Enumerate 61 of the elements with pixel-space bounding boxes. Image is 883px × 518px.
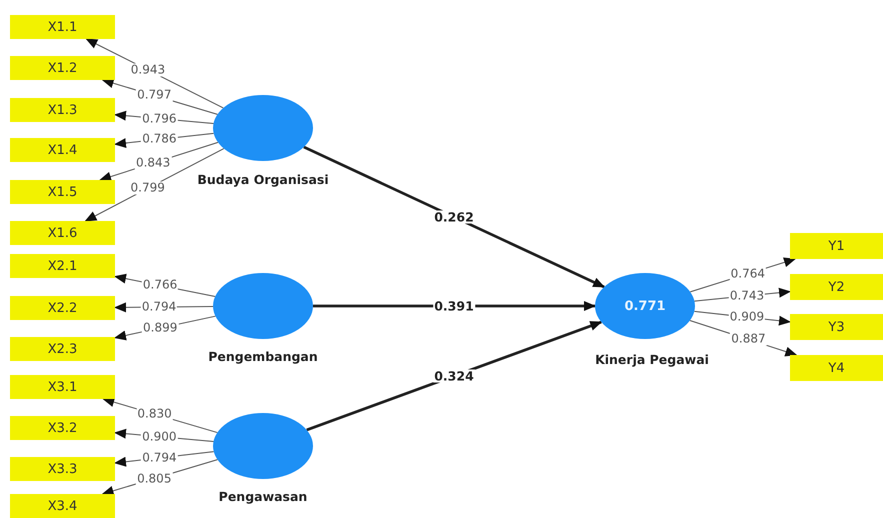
indicator-box (10, 375, 115, 399)
edge-label: 0.764 (730, 267, 766, 280)
edge-label: 0.391 (433, 300, 475, 312)
indicator-box (790, 314, 883, 340)
edge-label: 0.262 (433, 210, 475, 224)
edge-label: 0.943 (130, 64, 166, 77)
indicator-box (10, 337, 115, 361)
edge-label: 0.887 (730, 332, 767, 346)
indicator-label: X3.4 (48, 498, 78, 514)
edge-label: 0.786 (141, 132, 178, 146)
arrow (303, 146, 606, 288)
indicator-box (10, 98, 115, 122)
edge-label: 0.794 (141, 451, 178, 464)
indicator-box (790, 274, 883, 300)
edge-label: 0.796 (141, 112, 178, 126)
indicator-label: Y2 (828, 280, 845, 294)
construct-label: Budaya Organisasi (197, 172, 329, 187)
indicator-box (10, 180, 115, 204)
indicator-label: X1.4 (48, 142, 78, 158)
indicator-box (790, 355, 883, 381)
indicator-box (10, 254, 115, 278)
indicator-label: X3.3 (48, 462, 78, 476)
edge-label: 0.766 (142, 278, 178, 292)
edge-label: 0.797 (136, 88, 172, 102)
edge-label: 0.324 (433, 370, 475, 382)
edge-label: 0.743 (728, 289, 766, 302)
indicator-label: X3.2 (48, 420, 78, 436)
edge-label: 0.830 (136, 408, 173, 421)
edge-label: 0.899 (142, 322, 178, 335)
indicator-label: X2.1 (48, 258, 78, 274)
indicator-label: X3.1 (48, 380, 78, 394)
indicator-box (10, 296, 115, 320)
indicator-label: Y4 (828, 360, 845, 376)
indicator-label: X1.3 (48, 102, 78, 118)
edge-label: 0.843 (134, 156, 172, 170)
indicator-label: X1.5 (48, 184, 78, 200)
construct-label: Kinerja Pegawai (595, 352, 709, 367)
indicator-box (10, 221, 115, 245)
edge-label: 0.794 (140, 300, 178, 314)
arrow (306, 320, 602, 432)
edge-label: 0.909 (728, 310, 766, 324)
indicator-label: X1.6 (48, 226, 78, 240)
indicator-label: Y3 (828, 320, 845, 334)
r-squared-value: 0.771 (624, 298, 666, 314)
indicator-box (10, 494, 115, 518)
indicator-box (790, 233, 883, 259)
indicator-box (10, 15, 115, 39)
indicator-label: X1.1 (48, 20, 78, 34)
edge-label: 0.805 (136, 472, 172, 486)
construct-label: Pengembangan (208, 349, 318, 364)
indicator-label: X2.3 (48, 342, 78, 356)
indicator-label: X1.2 (48, 60, 78, 76)
edge-label: 0.900 (141, 430, 178, 444)
indicator-box (10, 138, 115, 162)
indicator-box (10, 416, 115, 440)
indicator-label: Y1 (828, 238, 845, 254)
construct-label: Pengawasan (218, 489, 308, 504)
indicator-label: X2.2 (48, 300, 78, 316)
indicator-box (10, 56, 115, 80)
edge-label: 0.799 (130, 182, 166, 195)
indicator-box (10, 457, 115, 481)
